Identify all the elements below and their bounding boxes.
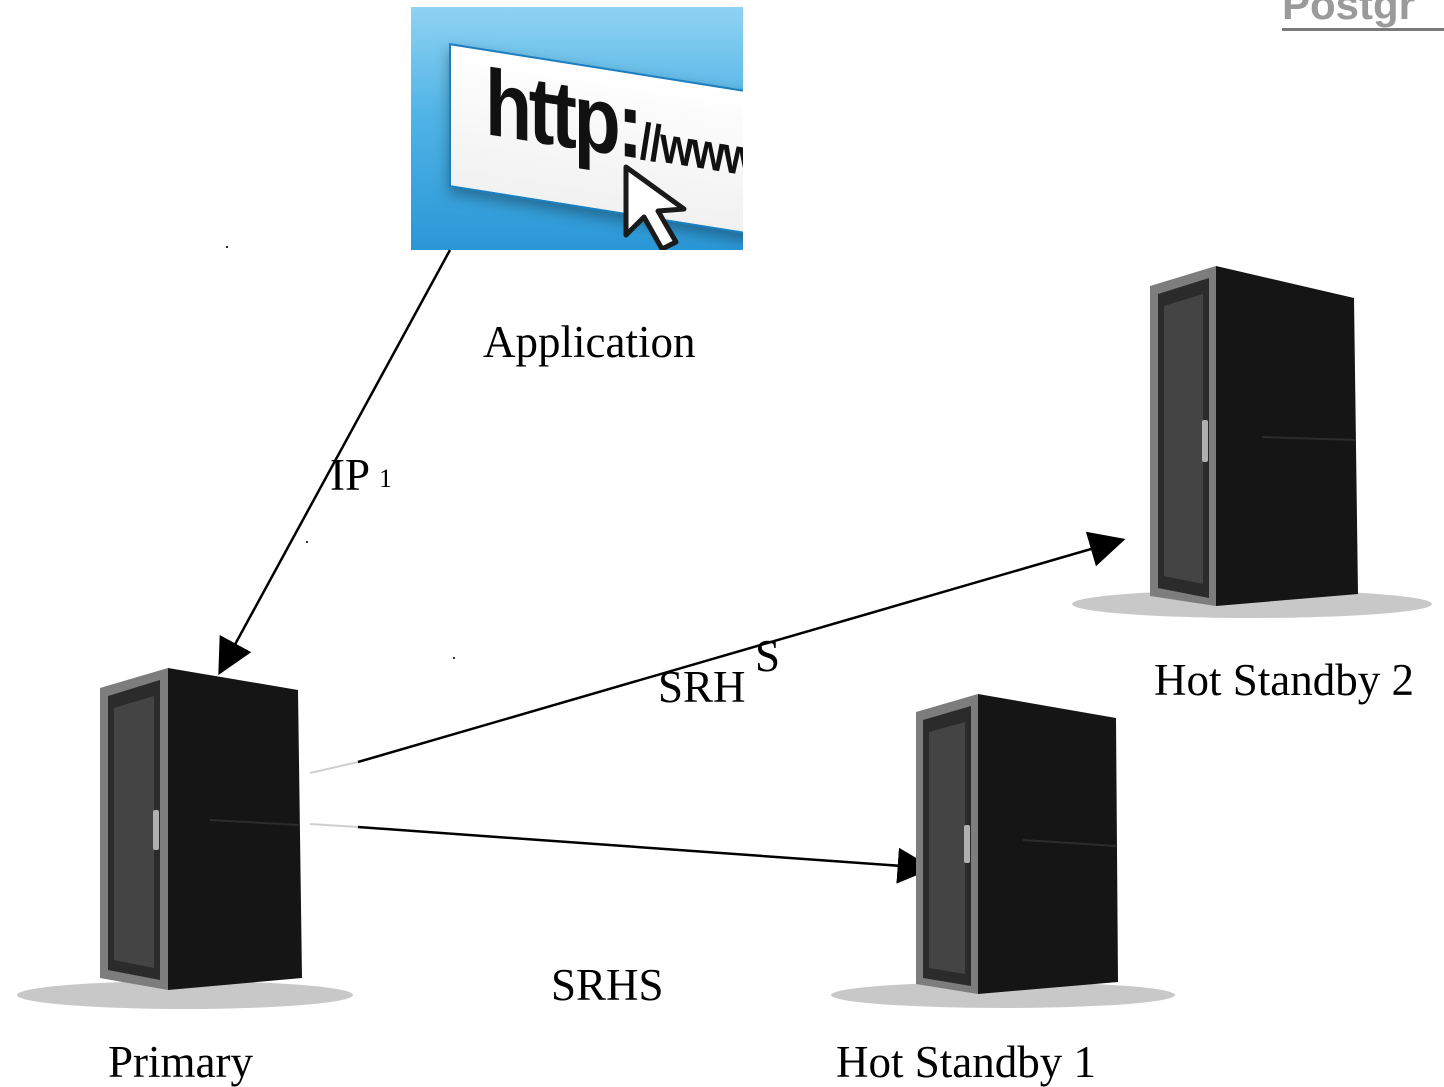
server-rack-icon <box>831 694 1175 1008</box>
link-primary-to-standby2 <box>357 531 1126 764</box>
link-app-to-primary <box>218 249 452 676</box>
server-rack-icon <box>1072 266 1432 618</box>
srhs-link-superscript-standby2: S <box>755 631 781 681</box>
application-label: Application <box>483 317 696 367</box>
primary-label: Primary <box>108 1037 253 1087</box>
link-primary-to-standby2-fade <box>309 761 359 774</box>
stray-dot <box>306 541 308 543</box>
mouse-cursor-icon <box>623 164 687 250</box>
link-primary-to-standby1 <box>357 825 934 884</box>
ip1-link-label: IP <box>330 450 371 500</box>
cropped-slide-title: Postgr <box>1282 0 1444 31</box>
srhs-link-label-standby1: SRHS <box>551 960 664 1010</box>
srhs-link-label-standby2: SRH <box>658 662 746 712</box>
hot-standby-2-label: Hot Standby 2 <box>1154 655 1415 705</box>
hot-standby-1-label: Hot Standby 1 <box>836 1037 1097 1087</box>
server-rack-icon <box>17 668 353 1009</box>
stray-dot <box>453 657 455 659</box>
stray-dot <box>226 246 228 248</box>
ip1-link-subscript: 1 <box>379 464 392 493</box>
browser-url-bar-icon: http://www. <box>411 7 743 250</box>
link-primary-to-standby1-fade <box>309 823 359 828</box>
